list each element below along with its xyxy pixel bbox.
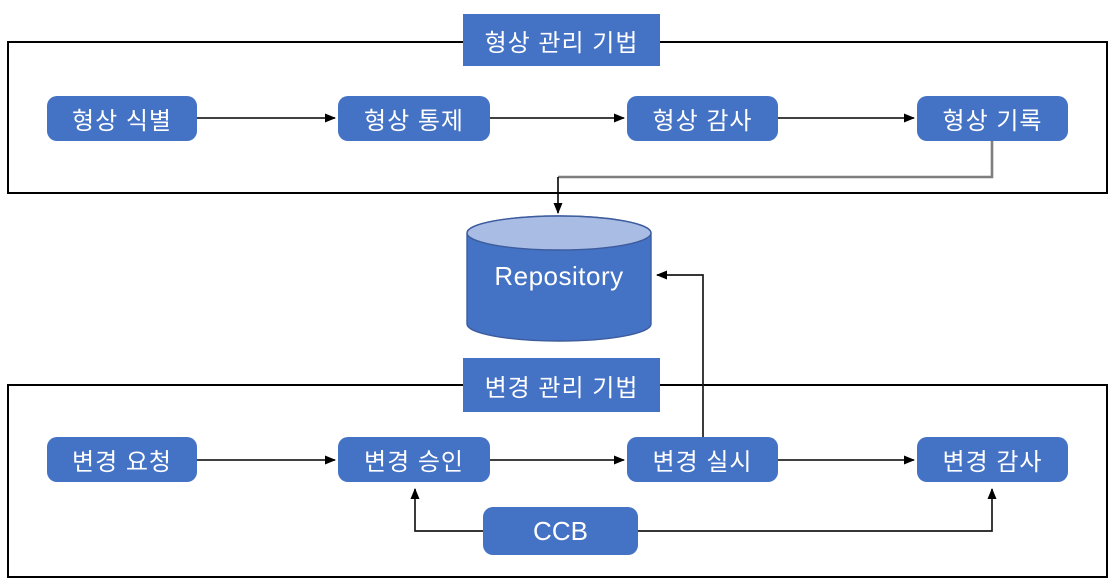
connector-record-to-repository-gray: [558, 141, 994, 179]
node-config-identification: 형상 식별: [47, 96, 197, 141]
node-change-approval: 변경 승인: [338, 437, 490, 482]
arrow-ccb-to-change-audit: [638, 488, 997, 532]
change-mgmt-title: 변경 관리 기법: [463, 358, 660, 412]
node-config-audit: 형상 감사: [627, 96, 778, 141]
node-config-record: 형상 기록: [917, 96, 1068, 141]
node-ccb: CCB: [483, 507, 638, 555]
repository-label: Repository: [494, 260, 624, 291]
node-change-implementation: 변경 실시: [627, 437, 778, 482]
node-change-audit: 변경 감사: [917, 437, 1068, 482]
node-change-request: 변경 요청: [47, 437, 197, 482]
arrow-implement-to-repository: [656, 270, 704, 437]
config-mgmt-title: 형상 관리 기법: [463, 14, 660, 66]
repository-cylinder-top: [466, 215, 652, 251]
node-config-control: 형상 통제: [338, 96, 490, 141]
arrow-ccb-to-approve: [410, 488, 483, 532]
